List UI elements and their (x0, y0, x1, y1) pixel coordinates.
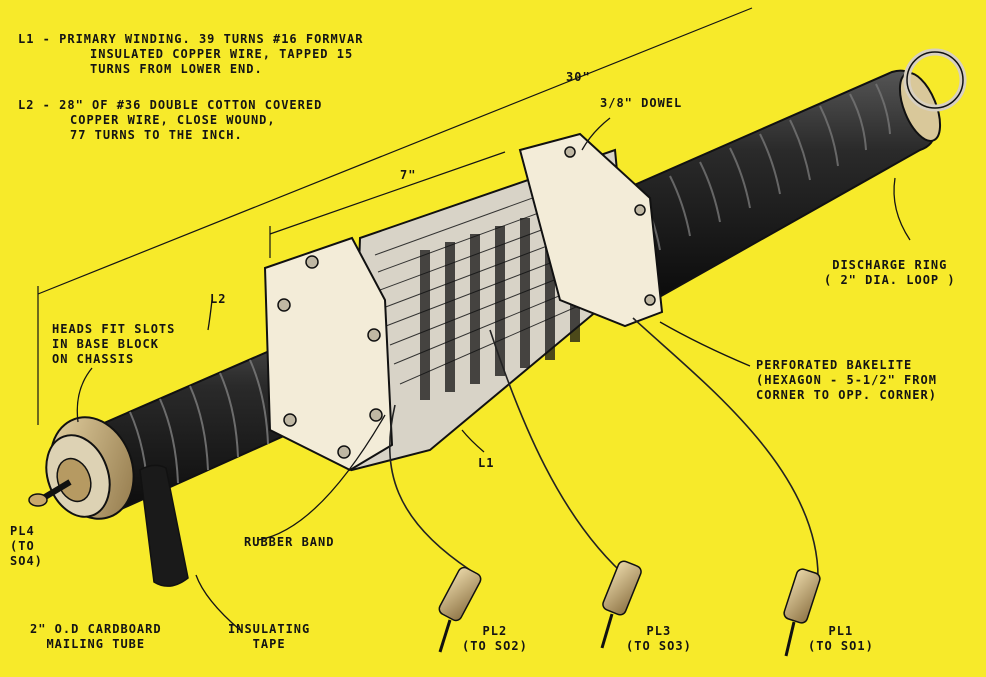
leader-lines (76, 117, 911, 631)
dimension-30-label: 30" (566, 70, 591, 84)
note-l1: L1 - PRIMARY WINDING. 39 TURNS #16 FORMV… (18, 32, 364, 76)
dimension-7-line (269, 151, 506, 258)
plug-pl2 (438, 566, 482, 653)
tape-label: INSULATING TAPE (228, 622, 311, 651)
pl1-label: PL1 (TO SO1) (808, 624, 874, 653)
rubber-band-label: RUBBER BAND (244, 535, 335, 549)
heads-label: HEADS FIT SLOTS IN BASE BLOCK ON CHASSIS (52, 322, 176, 366)
plug-pl1 (783, 568, 821, 657)
pl4-label: PL4 (TO SO4) (10, 524, 43, 568)
right-tube (598, 48, 967, 302)
pl3-label: PL3 (TO SO3) (626, 624, 692, 653)
bakelite-label: PERFORATED BAKELITE (HEXAGON - 5-1/2" FR… (756, 358, 937, 402)
dimension-7-label: 7" (400, 168, 417, 182)
dowel-label: 3/8" DOWEL (600, 96, 683, 110)
l2-label: L2 (210, 292, 227, 306)
discharge-ring-label: DISCHARGE RING ( 2" DIA. LOOP ) (824, 258, 956, 287)
l1-label: L1 (478, 456, 495, 470)
pl2-label: PL2 (TO SO2) (462, 624, 528, 653)
dimension-30-line (37, 7, 753, 425)
left-hexagon-plate (263, 236, 394, 472)
plug-pl3 (600, 560, 642, 649)
tube-label: 2" O.D CARDBOARD MAILING TUBE (30, 622, 162, 651)
note-l2: L2 - 28" OF #36 DOUBLE COTTON COVERED CO… (18, 98, 323, 142)
right-hexagon-plate (518, 132, 664, 328)
lead-wires (389, 317, 819, 581)
